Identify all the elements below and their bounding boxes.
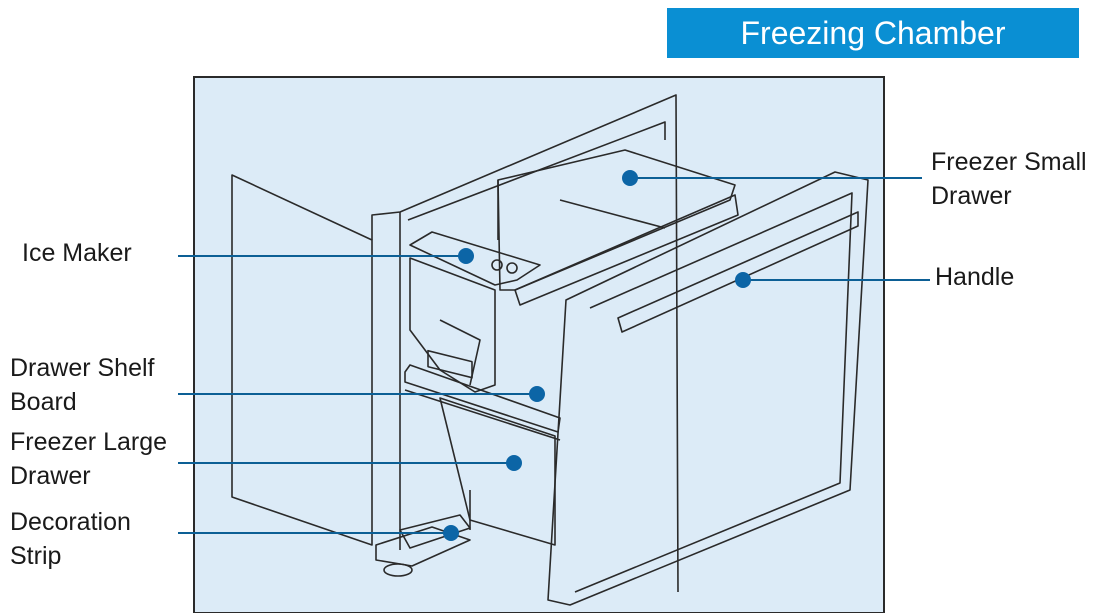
small-drawer-bin [497,149,736,291]
cabinet-inner-top [407,121,666,221]
title-text: Freezing Chamber [740,15,1006,51]
shelf-board-edge [404,389,561,441]
cabinet-base [375,526,471,567]
dot-decoration-strip [443,525,459,541]
dot-drawer-shelf-board [529,386,545,402]
door-handle-recess [617,211,859,333]
cabinet-side-panel [231,174,373,546]
label-drawer-shelf-board: Drawer Shelf Board [10,354,155,416]
leader-lines [178,177,930,534]
callout-dots [443,170,751,541]
ice-maker-knob-1 [491,259,503,271]
small-drawer-inner-line [559,199,666,229]
label-ice-maker: Ice Maker [22,239,132,267]
cabinet-foot [383,563,413,577]
ice-maker-knob-2 [506,262,518,274]
label-freezer-small-drawer: Freezer Small Drawer [931,148,1087,210]
door-inner-face [574,192,853,593]
dot-handle [735,272,751,288]
decoration-strip-shape [399,514,471,549]
dot-ice-maker [458,248,474,264]
label-handle: Handle [935,263,1015,291]
ice-maker-body [409,257,496,393]
line-art [231,94,869,606]
drawer-door [547,171,869,606]
label-decoration-strip: Decoration Strip [10,508,131,570]
ice-maker-box [409,231,541,286]
dot-freezer-large-drawer [506,455,522,471]
label-freezer-large-drawer: Freezer Large Drawer [10,428,168,490]
title-banner: Freezing Chamber [667,8,1079,58]
large-drawer-bin [439,397,556,546]
dot-freezer-small-drawer [622,170,638,186]
ice-maker-panel [427,349,473,379]
ice-maker-bracket [439,319,481,386]
